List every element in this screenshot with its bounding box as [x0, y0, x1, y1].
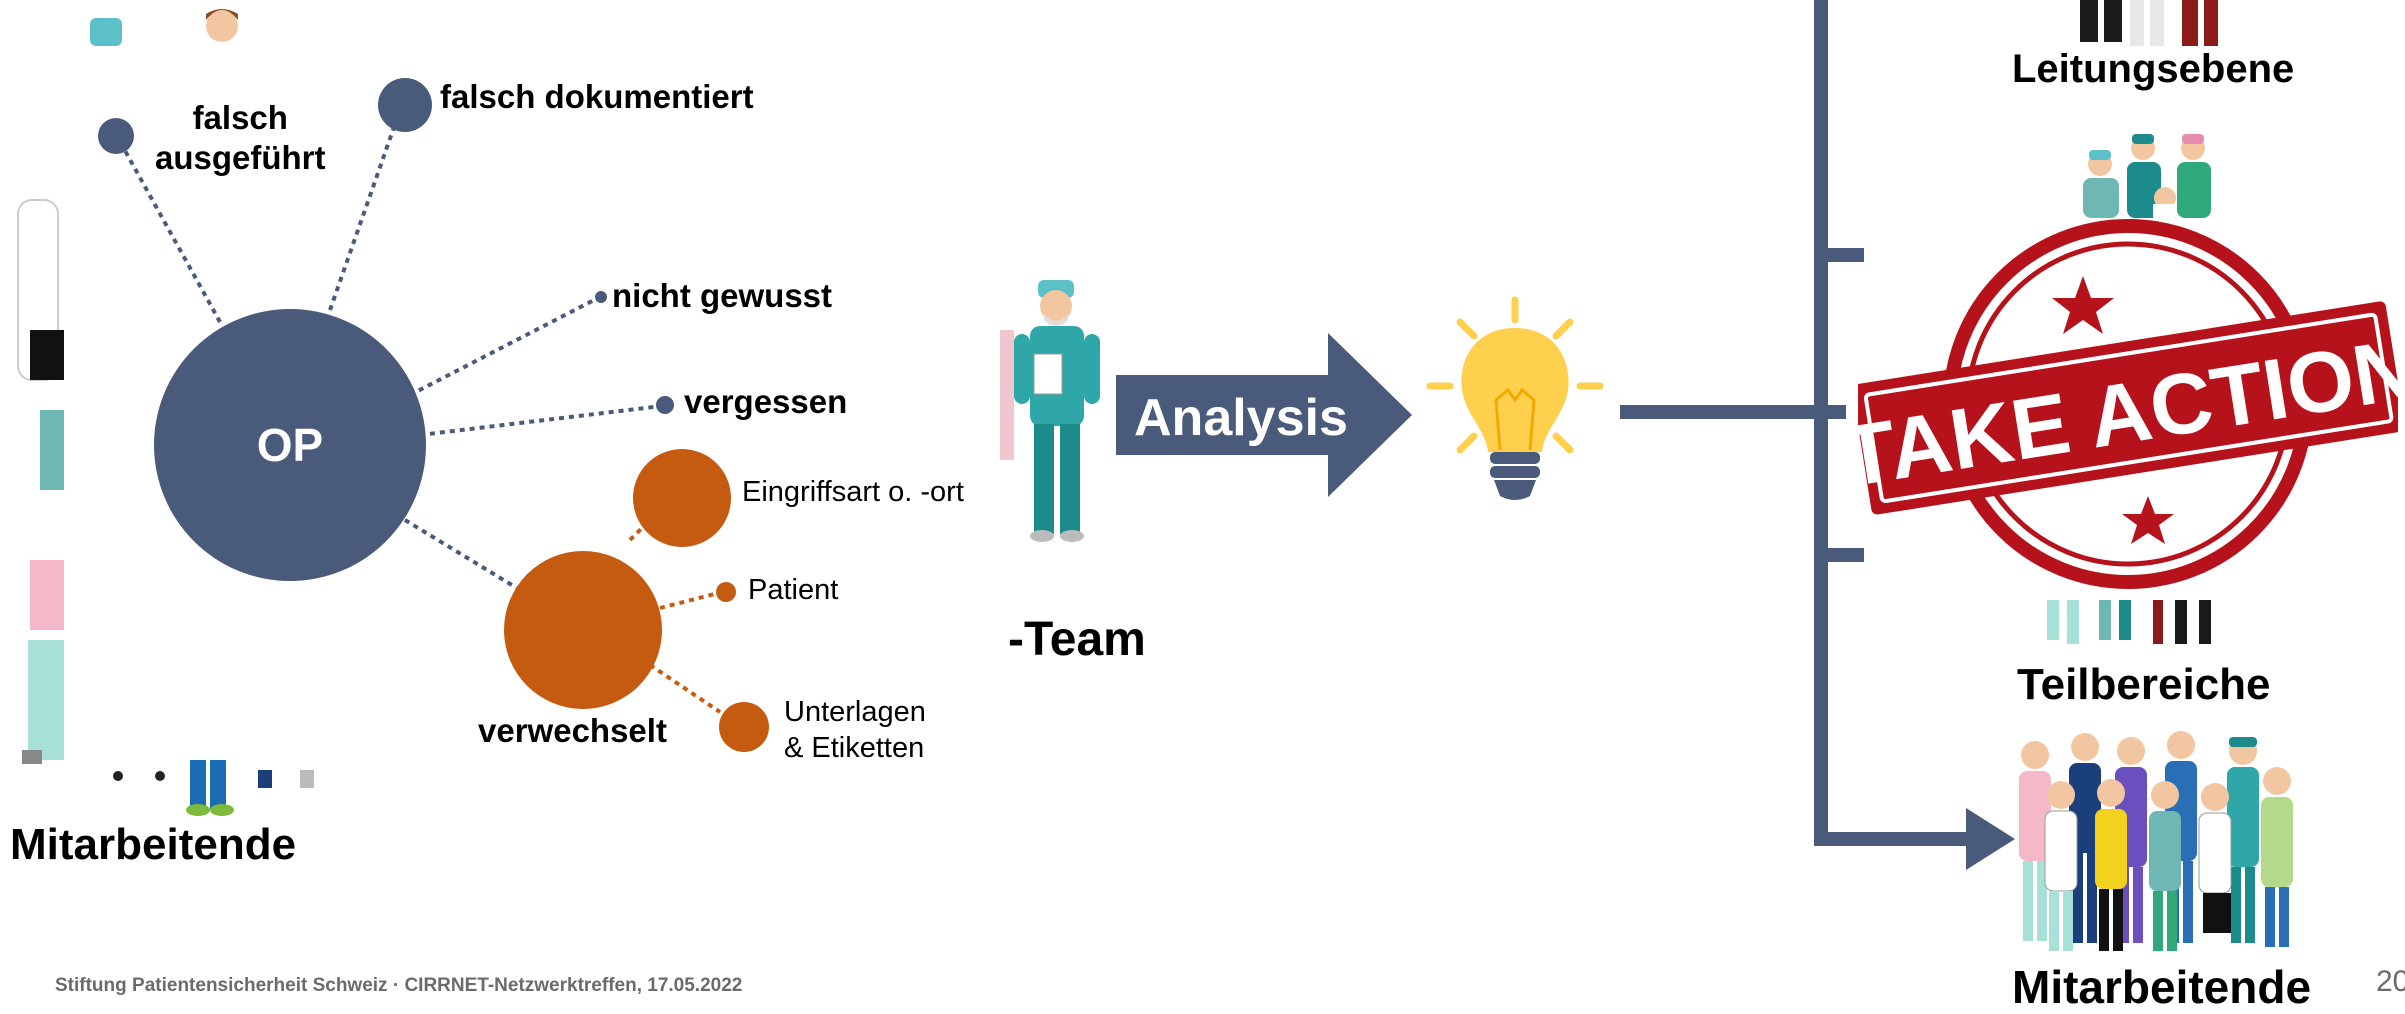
- label-ausgefuehrt: ausgeführt: [155, 139, 326, 176]
- node-eingriffsart: [633, 449, 731, 547]
- star-top-icon: [2052, 276, 2114, 334]
- management-people-illustration: [2080, 0, 2218, 46]
- staff-group-illustration: [2019, 731, 2293, 951]
- node-patient: [716, 582, 736, 602]
- footer-text: Stiftung Patientensicherheit Schweiz · C…: [55, 975, 743, 996]
- connector-patient: [659, 590, 723, 610]
- label-unterlagen-line1: Unterlagen: [784, 696, 926, 728]
- node-verwechselt: [504, 551, 662, 709]
- node-nicht-gewusst: [595, 291, 607, 303]
- team-group-illustration: [2083, 134, 2211, 218]
- label-patient: Patient: [748, 574, 839, 606]
- node-unterlagen: [719, 702, 769, 752]
- node-falsch-ausgefuehrt: [98, 118, 134, 154]
- connector-vergessen: [419, 404, 663, 437]
- label-falsch: falsch: [192, 99, 288, 136]
- label-verwechselt: verwechselt: [478, 712, 667, 749]
- label-eingriffsart: Eingriffsart o. -ort: [742, 476, 964, 508]
- op-label: OP: [256, 419, 324, 471]
- doctor-illustration: [1000, 280, 1100, 542]
- label-falsch-ausgefuehrt: falsch ausgeführt: [155, 98, 326, 178]
- mitarbeitende-left-label: Mitarbeitende: [10, 820, 297, 869]
- cap-icon: [90, 18, 122, 46]
- head-icon: [206, 10, 238, 42]
- node-op: [154, 309, 426, 581]
- node-falsch-dokumentiert: [378, 78, 432, 132]
- lightbulb-icon: [1426, 296, 1604, 500]
- node-vergessen: [656, 396, 674, 414]
- connector-nicht-gewusst: [409, 296, 599, 397]
- connector-verwechselt: [403, 518, 522, 592]
- star-bottom-icon: [2122, 496, 2174, 544]
- team-legs-illustration: [2047, 600, 2211, 644]
- label-unterlagen: Unterlagen & Etiketten: [784, 694, 926, 766]
- teilbereiche-label: Teilbereiche: [2017, 660, 2271, 709]
- label-falsch-dokumentiert: falsch dokumentiert: [440, 78, 754, 115]
- connector-unterlagen: [648, 663, 722, 714]
- label-unterlagen-line2: & Etiketten: [784, 732, 925, 764]
- leitungsebene-label: Leitungsebene: [2012, 47, 2295, 91]
- mitarbeitende-right-label: Mitarbeitende: [2012, 961, 2312, 1013]
- connector-falsch-dokumentiert: [328, 109, 402, 311]
- analysis-arrow: [1116, 333, 1412, 497]
- page-number: 20: [2376, 965, 2405, 998]
- team-label: -Team: [1008, 613, 1146, 666]
- label-nicht-gewusst: nicht gewusst: [612, 277, 833, 314]
- staff-illustration-left: [17, 9, 314, 816]
- tree-connectors: [1620, 0, 2015, 870]
- take-action-stamp: TAKE ACTION: [1858, 219, 2398, 589]
- cause-diagram: [98, 78, 769, 752]
- label-vergessen: vergessen: [684, 383, 848, 420]
- analysis-label: Analysis: [1134, 389, 1348, 447]
